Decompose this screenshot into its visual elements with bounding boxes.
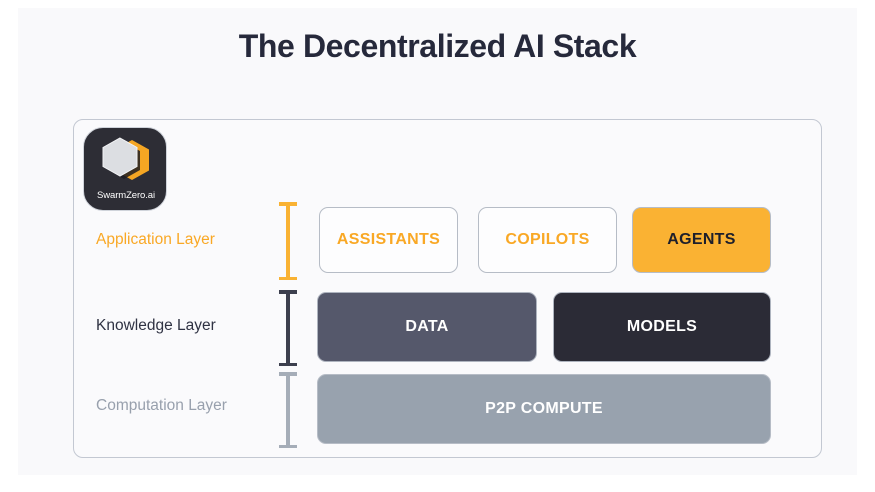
bracket-cap-bottom <box>279 362 297 366</box>
bracket-knowledge <box>279 290 297 366</box>
stack-box-copilots: COPILOTS <box>478 207 617 273</box>
stack-box-data: DATA <box>317 292 537 362</box>
bracket-cap-bottom <box>279 444 297 448</box>
swarmzero-logo: SwarmZero.ai <box>83 127 167 211</box>
bracket-cap-bottom <box>279 276 297 280</box>
bracket-stem <box>286 290 290 366</box>
page-title: The Decentralized AI Stack <box>238 28 637 64</box>
bracket-stem <box>286 372 290 448</box>
stack-box-agents: AGENTS <box>632 207 771 273</box>
logo-wordmark: SwarmZero.ai <box>97 190 155 201</box>
layer-label-knowledge: Knowledge Layer <box>96 317 216 334</box>
bracket-stem <box>286 202 290 280</box>
bracket-application <box>279 202 297 280</box>
swarmzero-hexagon-icon <box>102 137 149 180</box>
stack-container: SwarmZero.ai Application Layer Knowledge… <box>73 119 822 458</box>
stack-box-p2p-compute: P2P COMPUTE <box>317 374 771 444</box>
stack-box-models: MODELS <box>553 292 771 362</box>
layer-label-computation: Computation Layer <box>96 397 227 414</box>
bracket-computation <box>279 372 297 448</box>
layer-label-application: Application Layer <box>96 231 215 248</box>
stack-box-assistants: ASSISTANTS <box>319 207 458 273</box>
